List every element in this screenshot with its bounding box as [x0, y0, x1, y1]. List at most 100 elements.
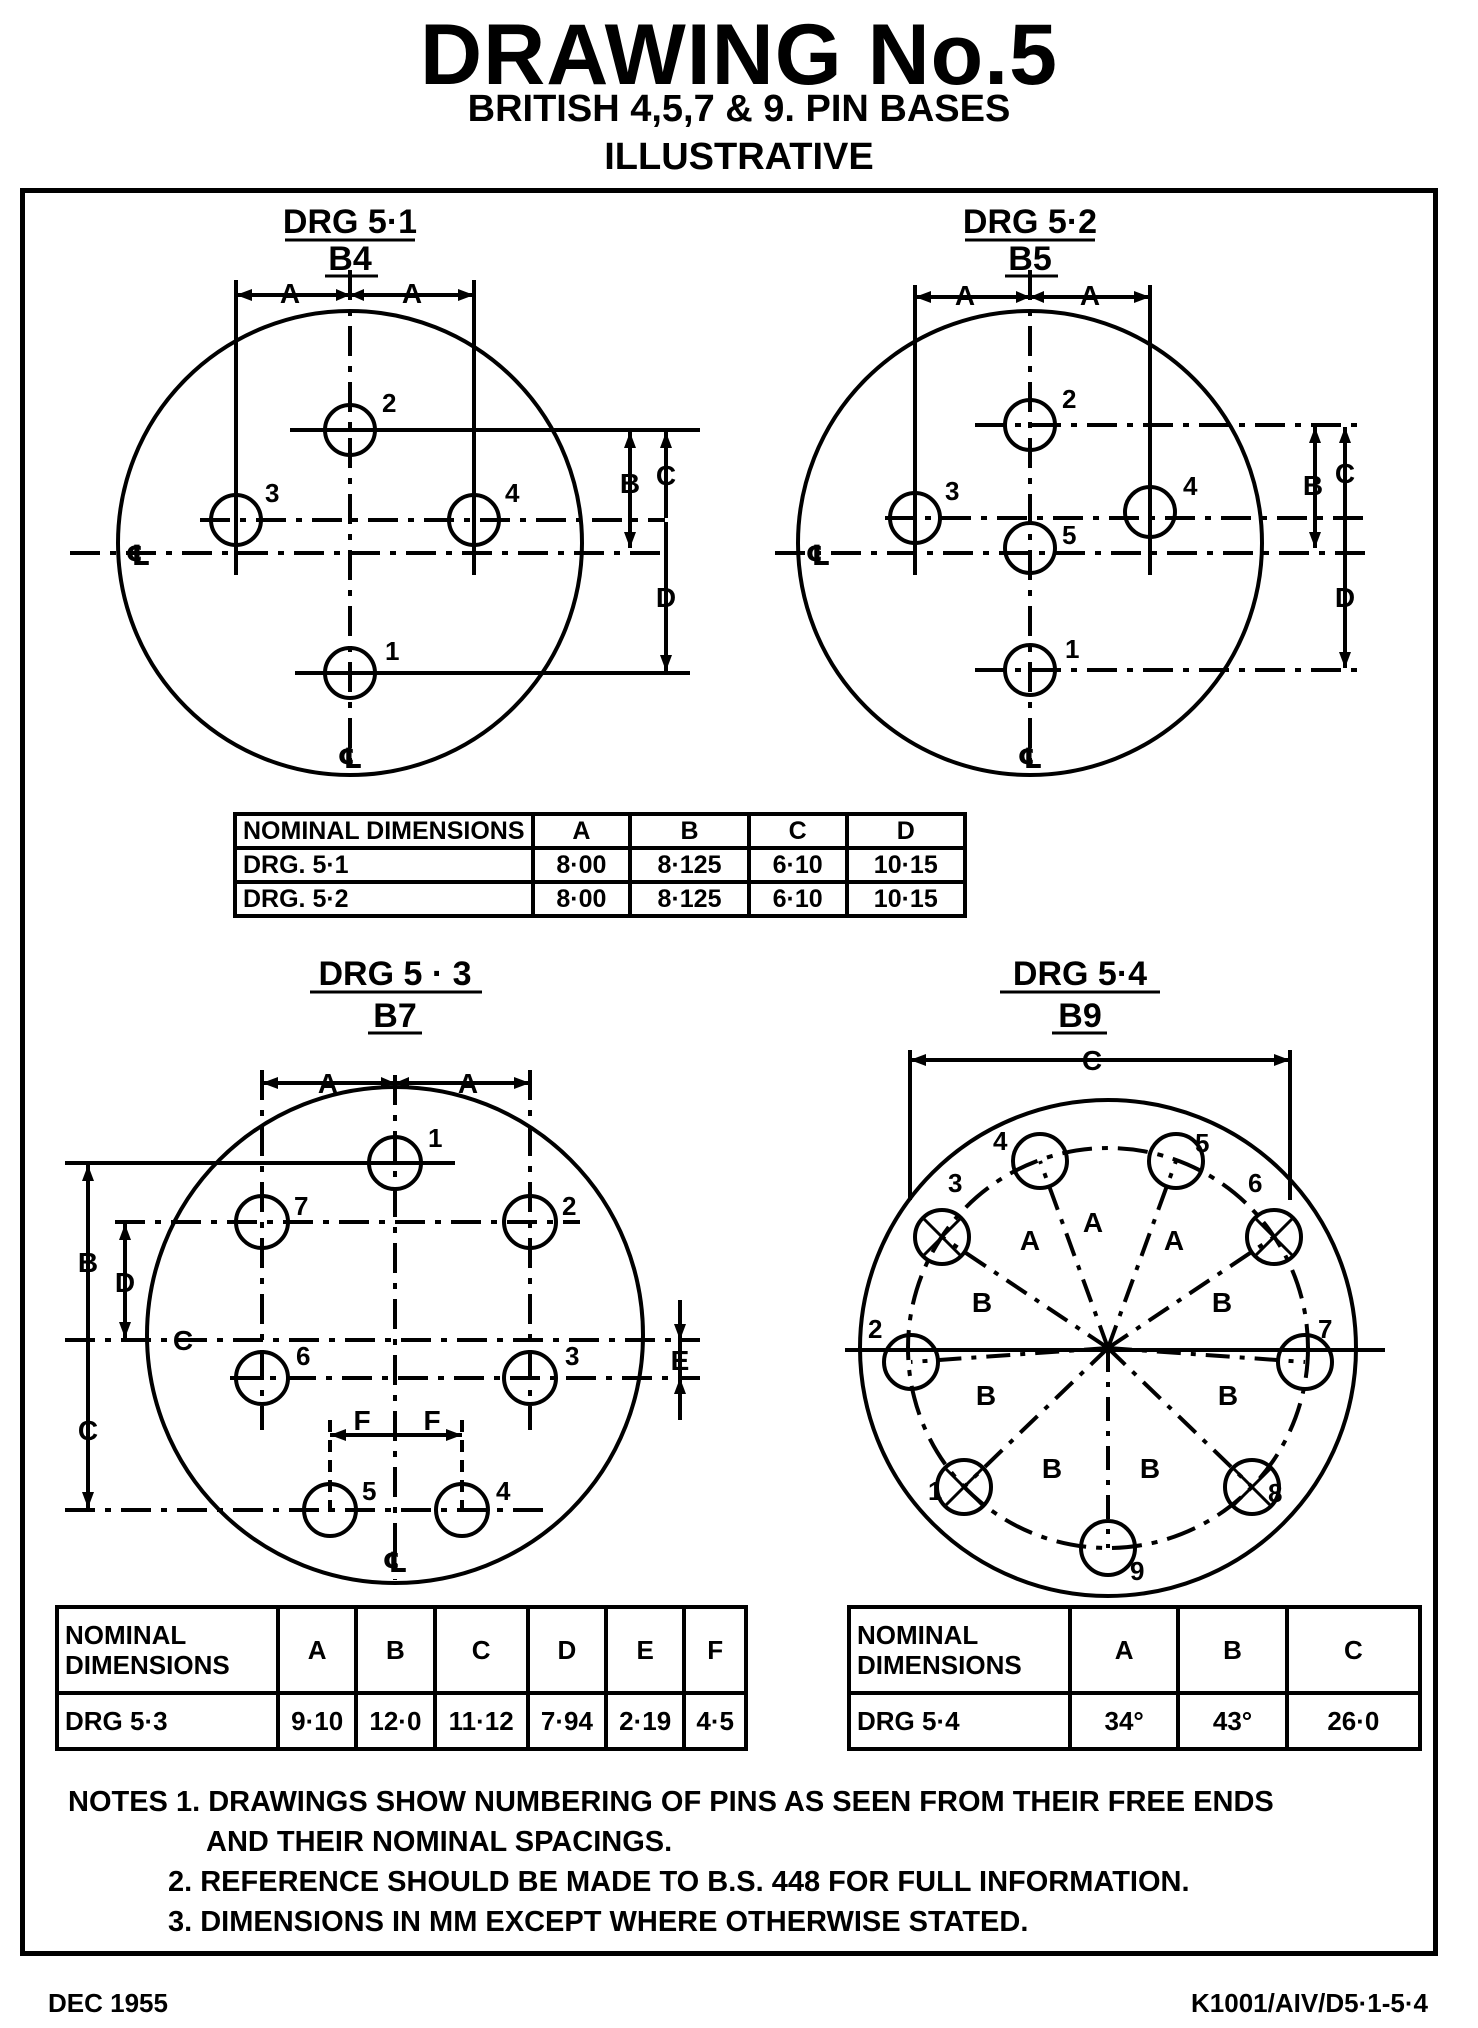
d53-centerline-v: ℄	[382, 1547, 407, 1578]
d54-dim-b-3: B	[976, 1380, 996, 1411]
d54-radial-pin3	[940, 1235, 1110, 1350]
table-cell: 8·125	[628, 846, 751, 884]
table-header-cell: A	[1067, 1605, 1181, 1695]
d54-radial-pin7	[1107, 1346, 1306, 1364]
d51-pin-label-3: 3	[265, 478, 279, 508]
d52-base: B5	[1008, 240, 1051, 278]
d51-dim-b: B	[620, 468, 640, 499]
d52-centerline-v: ℄	[1017, 743, 1042, 774]
d52-dim-d: D	[1335, 582, 1355, 613]
d53-dim-f-left: F	[353, 1405, 370, 1436]
table-cell: 43°	[1176, 1691, 1289, 1751]
d53-pin-6	[234, 1350, 290, 1406]
d54-dim-b-2: B	[1212, 1287, 1232, 1318]
d52-dim-b: B	[1303, 470, 1323, 501]
d52-title: DRG 5·2	[963, 203, 1097, 241]
table-header-cell: A	[275, 1605, 359, 1695]
notes-block: NOTES 1. DRAWINGS SHOW NUMBERING OF PINS…	[68, 1782, 1428, 1942]
d54-pin-label-8: 8	[1268, 1478, 1282, 1508]
table-cell: DRG. 5·1	[233, 846, 535, 884]
d54-radial-pin5	[1106, 1160, 1178, 1349]
d53-centerline-h: C	[173, 1325, 193, 1356]
d51-pin-label-1: 1	[385, 636, 399, 666]
d53-dim-a-left: A	[318, 1068, 338, 1099]
d53-pin-7	[234, 1194, 290, 1250]
d54-pin-1	[935, 1458, 993, 1516]
dimension-arrowheads	[82, 289, 1351, 1508]
note-1-continued: AND THEIR NOMINAL SPACINGS.	[206, 1826, 673, 1858]
d54-pin-label-2: 2	[868, 1314, 882, 1344]
d54-radial-pin2	[910, 1346, 1109, 1364]
d54-pin-8	[1223, 1458, 1281, 1516]
table-header-cell: F	[682, 1605, 748, 1695]
d53-pin-label-4: 4	[496, 1476, 511, 1506]
d51-pin-label-2: 2	[382, 388, 396, 418]
drawing-frame	[20, 188, 1438, 1956]
table-cell: 10·15	[844, 880, 968, 918]
d54-pin-crosses	[921, 1216, 1295, 1508]
d53-pin-2	[502, 1194, 558, 1250]
d51-pin-4	[447, 493, 501, 547]
table-header-cell: B	[1176, 1605, 1289, 1695]
d53-pin-4	[434, 1482, 490, 1538]
d54-radial-pin1	[962, 1346, 1110, 1489]
d53-pin-label-5: 5	[362, 1476, 376, 1506]
d53-pin-label-1: 1	[428, 1123, 442, 1153]
table-header-cell: NOMINAL DIMENSIONS	[233, 812, 535, 850]
d54-pin-label-3: 3	[948, 1168, 962, 1198]
table-header-cell: C	[1284, 1605, 1423, 1695]
table-cell: 12·0	[354, 1691, 437, 1751]
d54-pin-7	[1276, 1333, 1334, 1391]
table-row: DRG 5·4 34° 43° 26·0	[847, 1691, 1423, 1751]
table-cell: 8·125	[628, 880, 751, 918]
table-row: DRG 5·3 9·10 12·0 11·12 7·94 2·19 4·5	[55, 1691, 748, 1751]
d53-pin-label-3: 3	[565, 1341, 579, 1371]
table-cell: DRG. 5·2	[233, 880, 535, 918]
d51-pin-3	[209, 493, 263, 547]
table-header-cell: D	[844, 812, 968, 850]
table-drg-54: NOMINAL DIMENSIONS A B C DRG 5·4 34° 43°…	[847, 1605, 1423, 1751]
note-1-text: 1. DRAWINGS SHOW NUMBERING OF PINS AS SE…	[175, 1786, 1274, 1818]
d54-radial-pin6	[1106, 1235, 1276, 1350]
table-header-cell: B	[628, 812, 751, 850]
note-3: 3. DIMENSIONS IN MM EXCEPT WHERE OTHERWI…	[168, 1906, 1029, 1938]
d51-dim-d: D	[656, 582, 676, 613]
drawing-subtitle-illustrative: ILLUSTRATIVE	[604, 136, 874, 178]
d54-pin-label-5: 5	[1195, 1128, 1209, 1158]
d52-pin-label-2: 2	[1062, 384, 1076, 414]
table-header-cell: D	[525, 1605, 609, 1695]
d52-pin-label-5: 5	[1062, 520, 1076, 550]
d52-pin-label-3: 3	[945, 476, 959, 506]
table-cell: 11·12	[432, 1691, 530, 1751]
d52-pin-5	[1003, 521, 1057, 575]
table-cell: DRG 5·3	[55, 1691, 280, 1751]
d53-dim-f-right: F	[423, 1405, 440, 1436]
d53-dim-d: D	[115, 1267, 135, 1298]
d53-dim-c: C	[78, 1415, 98, 1446]
note-2: 2. REFERENCE SHOULD BE MADE TO B.S. 448 …	[168, 1866, 1190, 1898]
table-header-row: NOMINAL DIMENSIONS A B C	[847, 1605, 1423, 1695]
table-header-cell: NOMINAL DIMENSIONS	[55, 1605, 280, 1695]
table-cell: 8·00	[530, 880, 633, 918]
table-cell: 10·15	[844, 846, 968, 884]
table-header-cell: E	[604, 1605, 687, 1695]
d52-pin-1	[1003, 643, 1057, 697]
table-cell: 8·00	[530, 846, 633, 884]
d54-dim-a-3: A	[1164, 1225, 1184, 1256]
d53-base: B7	[373, 997, 416, 1035]
d54-pin-label-9: 9	[1130, 1556, 1144, 1586]
d54-base: B9	[1058, 997, 1101, 1035]
table-cell: 9·10	[275, 1691, 359, 1751]
d51-pin-2	[323, 403, 377, 457]
d54-radial-pin8	[1106, 1346, 1254, 1489]
d52-pin-3	[888, 491, 942, 545]
table-row: DRG. 5·1 8·00 8·125 6·10 10·15	[233, 846, 968, 884]
d52-pin-4	[1123, 485, 1177, 539]
d52-pin-label-1: 1	[1065, 634, 1079, 664]
d54-dim-b-5: B	[1042, 1453, 1062, 1484]
table-header-cell: NOMINAL DIMENSIONS	[847, 1605, 1072, 1695]
d52-dim-c: C	[1335, 458, 1355, 489]
table-cell: 34°	[1067, 1691, 1181, 1751]
table-cell: 26·0	[1284, 1691, 1423, 1751]
d54-dim-b-6: B	[1140, 1453, 1160, 1484]
